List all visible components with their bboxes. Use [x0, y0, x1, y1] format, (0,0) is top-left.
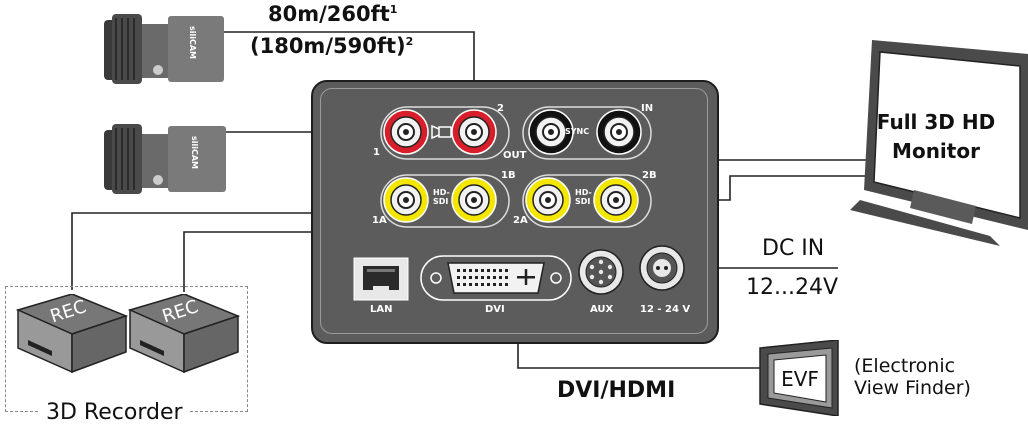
dc-in-voltage: 12...24V [746, 275, 839, 300]
monitor-icon [850, 40, 1028, 246]
lan-label: LAN [370, 304, 393, 315]
camera-brand-bottom: siliCAM [190, 136, 199, 169]
device-inner-bezel [320, 88, 708, 334]
aux-label: AUX [590, 304, 614, 315]
sdi-label-2: SDI [575, 197, 591, 206]
dvi-port [420, 255, 572, 301]
recorder-2-icon: REC [127, 294, 241, 374]
aux-port [578, 249, 624, 295]
hdsdi-port-2b [593, 177, 639, 223]
in-port [596, 109, 642, 155]
camera-bottom-icon: siliCAM [104, 124, 226, 194]
evf-caption: (Electronic View Finder) [854, 355, 971, 399]
in-label: IN [641, 103, 654, 114]
recorder-1-icon: REC [15, 294, 129, 374]
sync-label: SYNC [565, 127, 590, 136]
power-port [639, 245, 685, 291]
monitor-label: Full 3D HD Monitor [876, 110, 996, 163]
evf-label: EVF [781, 367, 819, 391]
out2-label: 2 [497, 103, 504, 114]
out-port-2 [451, 109, 497, 155]
hd-label-2: HD- [575, 188, 592, 197]
hdsdi-1b-label: 1B [501, 170, 516, 181]
power-label: 12 - 24 V [640, 304, 691, 315]
out-port-1 [383, 109, 429, 155]
cable-length-label: 80m/260ft1 [268, 2, 398, 26]
hdsdi-port-2a [525, 177, 571, 223]
dc-in-label: DC IN [762, 236, 825, 261]
dvi-label: DVI [485, 304, 505, 315]
hdsdi-port-1b [451, 177, 497, 223]
hdsdi-1a-label: 1A [372, 215, 387, 226]
sdi-label-1: SDI [433, 197, 449, 206]
cable-length-alt-label: (180m/590ft)2 [250, 34, 414, 58]
sync-port [528, 109, 574, 155]
out-label: OUT [503, 150, 527, 161]
camera-top-icon: siliCAM [104, 14, 224, 84]
recorder-group-label: 3D Recorder [40, 402, 189, 424]
device-ports [353, 106, 685, 301]
evf-icon: EVF [759, 340, 839, 416]
camera-symbol-icon [431, 124, 452, 140]
hdsdi-2b-label: 2B [642, 170, 657, 181]
out1-label: 1 [373, 147, 380, 158]
camera-brand-top: siliCAM [188, 26, 197, 59]
hd-label-1: HD- [433, 188, 450, 197]
hdsdi-port-1a [383, 177, 429, 223]
dvi-hdmi-label: DVI/HDMI [557, 378, 676, 403]
lan-port [353, 257, 409, 301]
hdsdi-2a-label: 2A [513, 215, 528, 226]
